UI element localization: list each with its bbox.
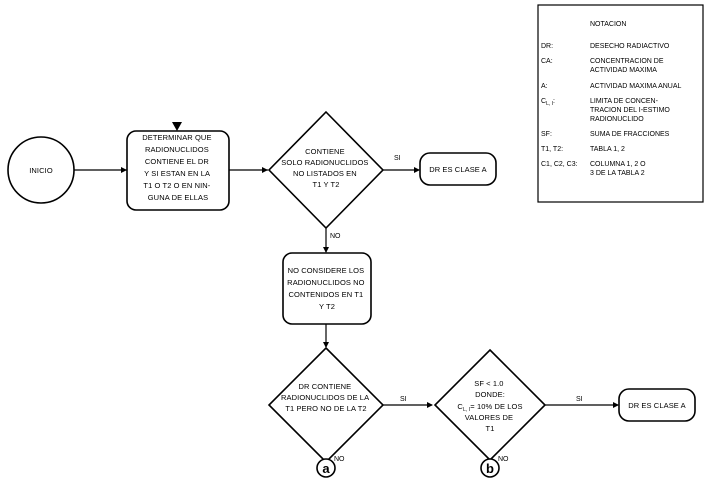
process-determinar xyxy=(126,130,230,211)
legend-desc-sf: SUMA DE FRACCIONES xyxy=(590,131,670,138)
decision-sf-menor-label: SF < 1.0 DONDE: xyxy=(474,379,506,399)
legend-box xyxy=(537,4,704,203)
legend-desc-cli: LIMITA DE CONCEN- TRACION DEL I-ESTIMO R… xyxy=(590,98,672,123)
arrowhead xyxy=(613,402,619,408)
connector-b xyxy=(480,458,500,478)
decision-contiene-solo xyxy=(267,110,385,230)
terminal-dr-clase-a-2 xyxy=(618,388,696,422)
process-no-considere-label: NO CONSIDERE LOS RADIONUCLIDOS NO CONTEN… xyxy=(287,266,367,311)
legend-desc-a: ACTIVIDAD MAXIMA ANUAL xyxy=(590,83,682,90)
legend-abbr-c1c2c3: C1, C2, C3: xyxy=(541,161,578,168)
arrowhead xyxy=(121,167,127,173)
legend-desc-ca: CONCENTRACION DE ACTIVIDAD MAXIMA xyxy=(590,58,665,74)
decision-contiene-solo-label: CONTIENE SOLO RADIONUCLIDOS NO LISTADOS … xyxy=(281,147,370,189)
terminal-dr-clase-a-2-label: DR ES CLASE A xyxy=(628,401,686,410)
legend-title: NOTACION xyxy=(590,21,626,28)
edge-label-si-1: SI xyxy=(394,155,401,162)
edge-label-no-1: NO xyxy=(330,233,341,240)
terminal-dr-clase-a-1 xyxy=(419,152,497,186)
terminal-dr-clase-a-1-label: DR ES CLASE A xyxy=(429,165,487,174)
legend-desc-c1c2c3: COLUMNA 1, 2 O 3 DE LA TABLA 2 xyxy=(590,161,648,177)
edge-label-no-a: NO xyxy=(334,456,345,463)
start-node-inicio xyxy=(7,136,75,204)
arrowhead xyxy=(262,167,268,173)
connector-a-label: a xyxy=(322,461,330,476)
arrowhead xyxy=(323,342,329,348)
legend-desc-t1t2: TABLA 1, 2 xyxy=(590,146,625,153)
legend-abbr-dr: DR: xyxy=(541,43,553,50)
connector-b-label: b xyxy=(486,461,494,476)
decision-sf-menor-label-tail: VALORES DE T1 xyxy=(465,413,516,433)
legend-abbr-sf: SF: xyxy=(541,131,552,138)
decision-sf-menor-condition: CL, I= 10% DE LOS xyxy=(457,402,522,413)
arrowhead xyxy=(323,247,329,253)
process-no-considere xyxy=(282,252,372,325)
arrowhead xyxy=(427,402,433,408)
decision-dr-contiene-label: DR CONTIENE RADIONUCLIDOS DE LA T1 PERO … xyxy=(281,382,371,413)
arrowhead xyxy=(414,167,420,173)
legend-abbr-cli: CL, I: xyxy=(541,98,555,107)
connector-a xyxy=(316,458,336,478)
edge-label-no-b: NO xyxy=(498,456,509,463)
legend-abbr-ca: CA: xyxy=(541,58,553,65)
legend-abbr-a: A: xyxy=(541,83,548,90)
legend-desc-dr: DESECHO RADIACTIVO xyxy=(590,43,670,50)
edge-label-si-2: SI xyxy=(400,396,407,403)
entry-marker-triangle xyxy=(172,122,182,131)
legend-abbr-t1t2: T1, T2: xyxy=(541,146,563,153)
edge-label-si-3: SI xyxy=(576,396,583,403)
process-determinar-label: DETERMINAR QUE RADIONUCLIDOS CONTIENE EL… xyxy=(142,133,214,202)
start-node-label: INICIO xyxy=(29,166,53,175)
